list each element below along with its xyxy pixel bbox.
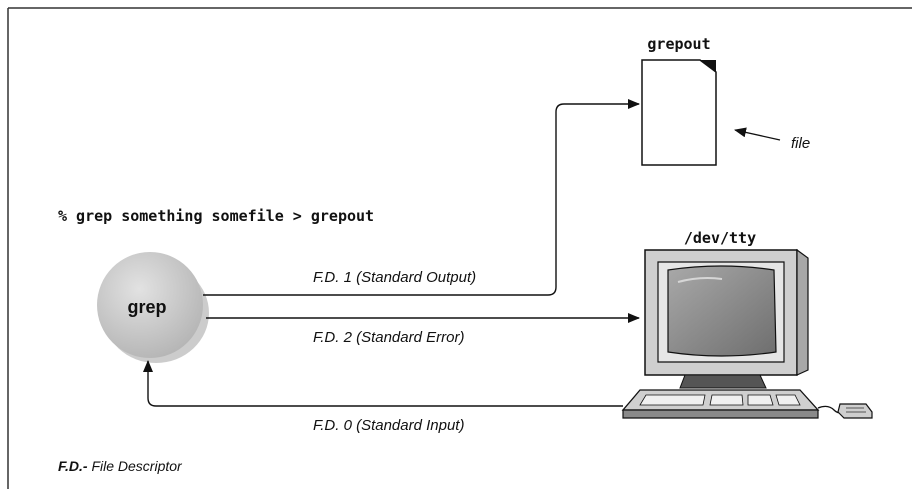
legend-term: F.D.- [58, 458, 88, 474]
stdout-label: F.D. 1 (Standard Output) [313, 269, 476, 286]
file-document-icon [641, 59, 717, 166]
file-pointer-label: file [791, 135, 810, 152]
stdout-arrow [203, 99, 640, 296]
keyboard-icon [621, 389, 820, 419]
stdin-arrow [143, 360, 623, 407]
process-name: grep [127, 297, 166, 317]
mouse-icon [837, 403, 873, 419]
computer-monitor-icon [644, 248, 809, 389]
legend-definition: File Descriptor [88, 458, 183, 474]
terminal-name: /dev/tty [684, 229, 756, 247]
legend: F.D.- File Descriptor [58, 458, 183, 474]
stdin-label: F.D. 0 (Standard Input) [313, 417, 464, 434]
stderr-label: F.D. 2 (Standard Error) [313, 329, 464, 346]
command-line: % grep something somefile > grepout [58, 207, 374, 225]
file-pointer-arrow [734, 127, 781, 141]
file-name: grepout [647, 35, 710, 53]
process-node [97, 252, 209, 363]
